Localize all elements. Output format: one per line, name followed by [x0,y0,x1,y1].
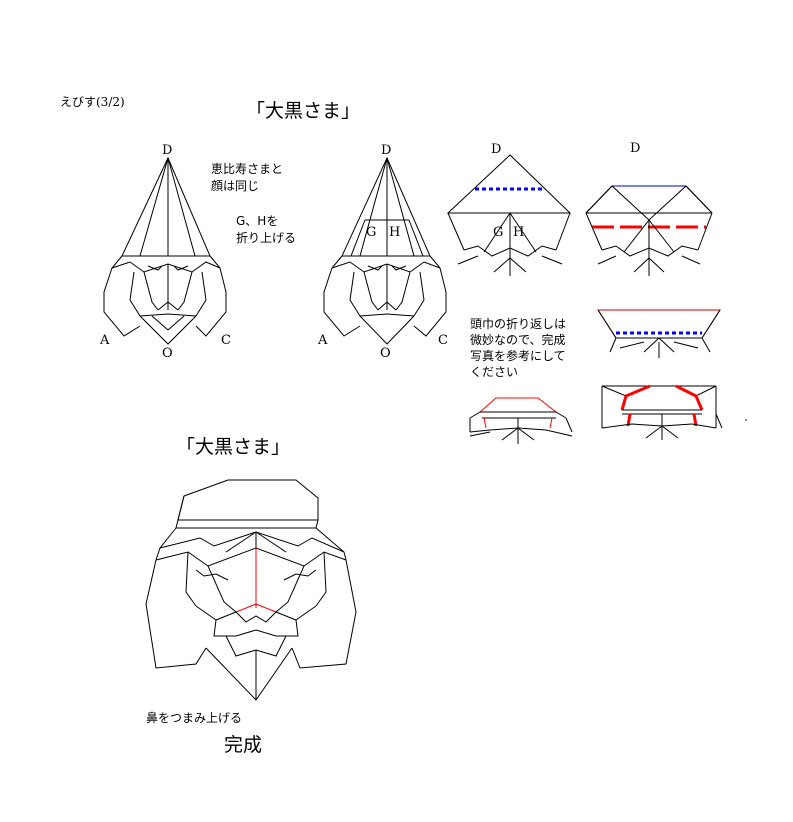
d3-label-g: G [493,225,504,240]
diagram-1-figure [103,156,227,345]
d3-label-h: H [513,225,525,240]
diagram-4-figure [585,185,713,276]
d1-note1-line2: 顔は同じ [211,179,260,193]
d2-label-a: A [318,333,328,348]
d2-label-h: H [389,225,401,240]
page-label: えびす(3/2) [60,95,125,109]
d1-note2-line1: G、Hを [236,214,279,228]
d2-label-d: D [381,143,392,158]
d2-label-o: O [380,346,391,361]
d2-label-g: G [366,225,377,240]
d1-label-d: D [162,143,173,158]
title-bottom: 「大黒さま」 [176,436,291,458]
nose-note: 鼻をつまみ上げる [146,711,243,725]
d3-label-d: D [491,142,502,157]
d1-note1-line1: 恵比寿さまと [211,162,284,176]
final-figure [145,479,357,701]
hood-note-line2: 微妙なので、完成 [470,333,566,347]
diagram-3-figure [446,154,572,276]
d1-label-a: A [100,333,110,348]
hood-note-line4: ください [470,365,519,379]
diagram-7-figure [601,384,723,440]
hood-note-line1: 頭巾の折り返しは [470,317,567,331]
d4-label-d: D [630,141,641,156]
completed-label: 完成 [224,734,263,756]
d2-label-c: C [438,333,448,348]
d1-label-o: O [162,346,173,361]
d1-note2-line2: 折り上げる [236,231,297,245]
diagram-2-figure [323,156,447,345]
diagram-5-figure [597,309,721,358]
hood-note-line3: 写真を参考にして [470,349,566,363]
diagram-6-figure [469,397,573,444]
title-top: 「大黒さま」 [246,100,361,122]
d1-label-c: C [221,333,231,348]
stray-dot [745,419,747,421]
